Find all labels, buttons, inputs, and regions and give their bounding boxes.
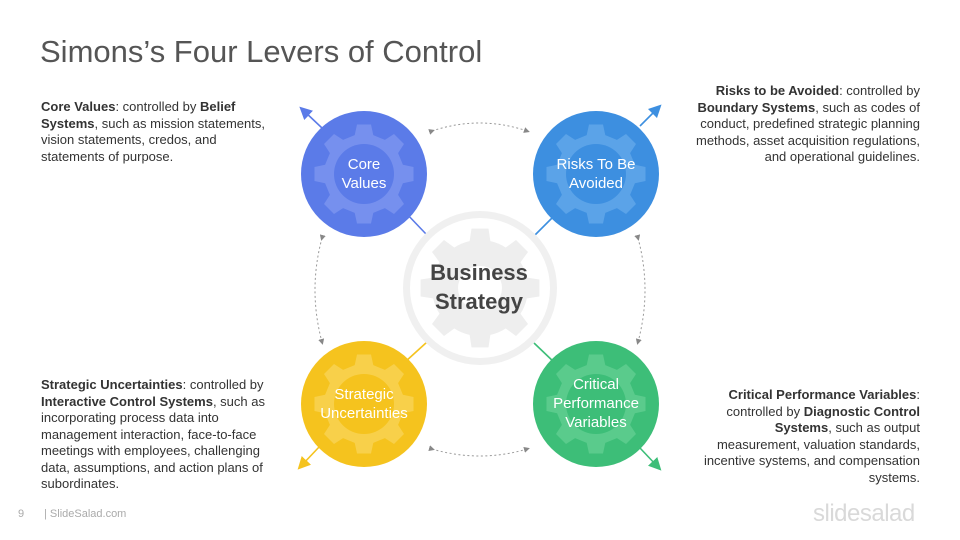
description-critical-performance: Critical Performance Variables: controll… — [690, 387, 920, 486]
arrow-crit-out — [639, 447, 662, 471]
center-line2: Strategy — [434, 289, 524, 314]
description-risks: Risks to be Avoided: controlled by Bound… — [680, 83, 920, 166]
desc-risk-term: Risks to be Avoided — [715, 83, 840, 98]
description-core-values: Core Values: controlled by Belief System… — [41, 99, 281, 165]
slidesalad-logo: slidesalad — [813, 500, 915, 527]
node-crit-line3: Variables — [565, 414, 627, 431]
arrow-strat-in — [404, 341, 428, 363]
connector-top — [428, 122, 530, 135]
node-core-label: Core Values — [314, 155, 414, 193]
node-critical-performance-variables — [533, 341, 659, 467]
node-risk-label: Risks To Be Avoided — [541, 155, 651, 193]
desc-core-system: Belief Systems — [41, 99, 236, 131]
node-core-line2: Values — [341, 175, 387, 192]
node-crit-line2: Performance — [553, 395, 639, 412]
node-strat-label: Strategic Uncertainties — [309, 385, 419, 423]
node-crit-line1: Critical — [573, 376, 619, 393]
node-crit-label: Critical Performance Variables — [541, 375, 651, 432]
center-line1: Business — [430, 260, 528, 285]
desc-strat-text2: , such as incorporating process data int… — [41, 393, 265, 492]
desc-strat-text1: : controlled by — [182, 377, 264, 392]
center-gear-icon — [403, 211, 557, 365]
node-strat-line1: Strategic — [334, 386, 394, 403]
node-risk-line1: Risks To Be — [556, 156, 636, 173]
page-number: 9 — [18, 508, 25, 520]
node-risk-line2: Avoided — [569, 175, 623, 192]
desc-risk-text1: : controlled by — [839, 83, 920, 98]
desc-risk-text2: , such as codes of conduct, predefined s… — [695, 99, 920, 165]
slide-title: Simons’s Four Levers of Control — [40, 34, 483, 69]
desc-crit-system: Diagnostic Control Systems — [774, 403, 920, 436]
connector-right — [634, 234, 646, 345]
node-core-line1: Core — [347, 156, 381, 173]
connector-left — [314, 234, 326, 345]
node-risks-to-be-avoided — [533, 111, 659, 237]
desc-crit-text2: , such as output measurement, valuation … — [703, 420, 920, 485]
dotted-connectors — [314, 122, 646, 457]
connector-bottom — [428, 445, 530, 457]
node-core-values — [301, 111, 427, 237]
desc-core-text1: : controlled by — [115, 99, 200, 114]
desc-core-text2: , such as mission statements, vision sta… — [41, 115, 265, 164]
footer-site: | SlideSalad.com — [44, 508, 127, 520]
node-strat-line2: Uncertainties — [320, 405, 408, 422]
arrow-risk-out — [639, 104, 662, 127]
center-label: Business Strategy — [404, 258, 554, 316]
arrow-strat-out — [297, 445, 321, 470]
desc-crit-text1: : controlled by — [726, 387, 920, 419]
desc-strat-term: Strategic Uncertainties — [41, 377, 183, 392]
desc-core-term: Core Values — [41, 99, 116, 114]
desc-strat-system: Interactive Control Systems — [41, 393, 213, 409]
desc-risk-system: Boundary Systems — [697, 99, 816, 115]
description-strategic-uncertainties: Strategic Uncertainties: controlled by I… — [41, 377, 277, 493]
arrow-core-out — [299, 106, 323, 129]
desc-crit-term: Critical Performance Variables — [728, 387, 917, 402]
node-strategic-uncertainties — [301, 341, 427, 467]
